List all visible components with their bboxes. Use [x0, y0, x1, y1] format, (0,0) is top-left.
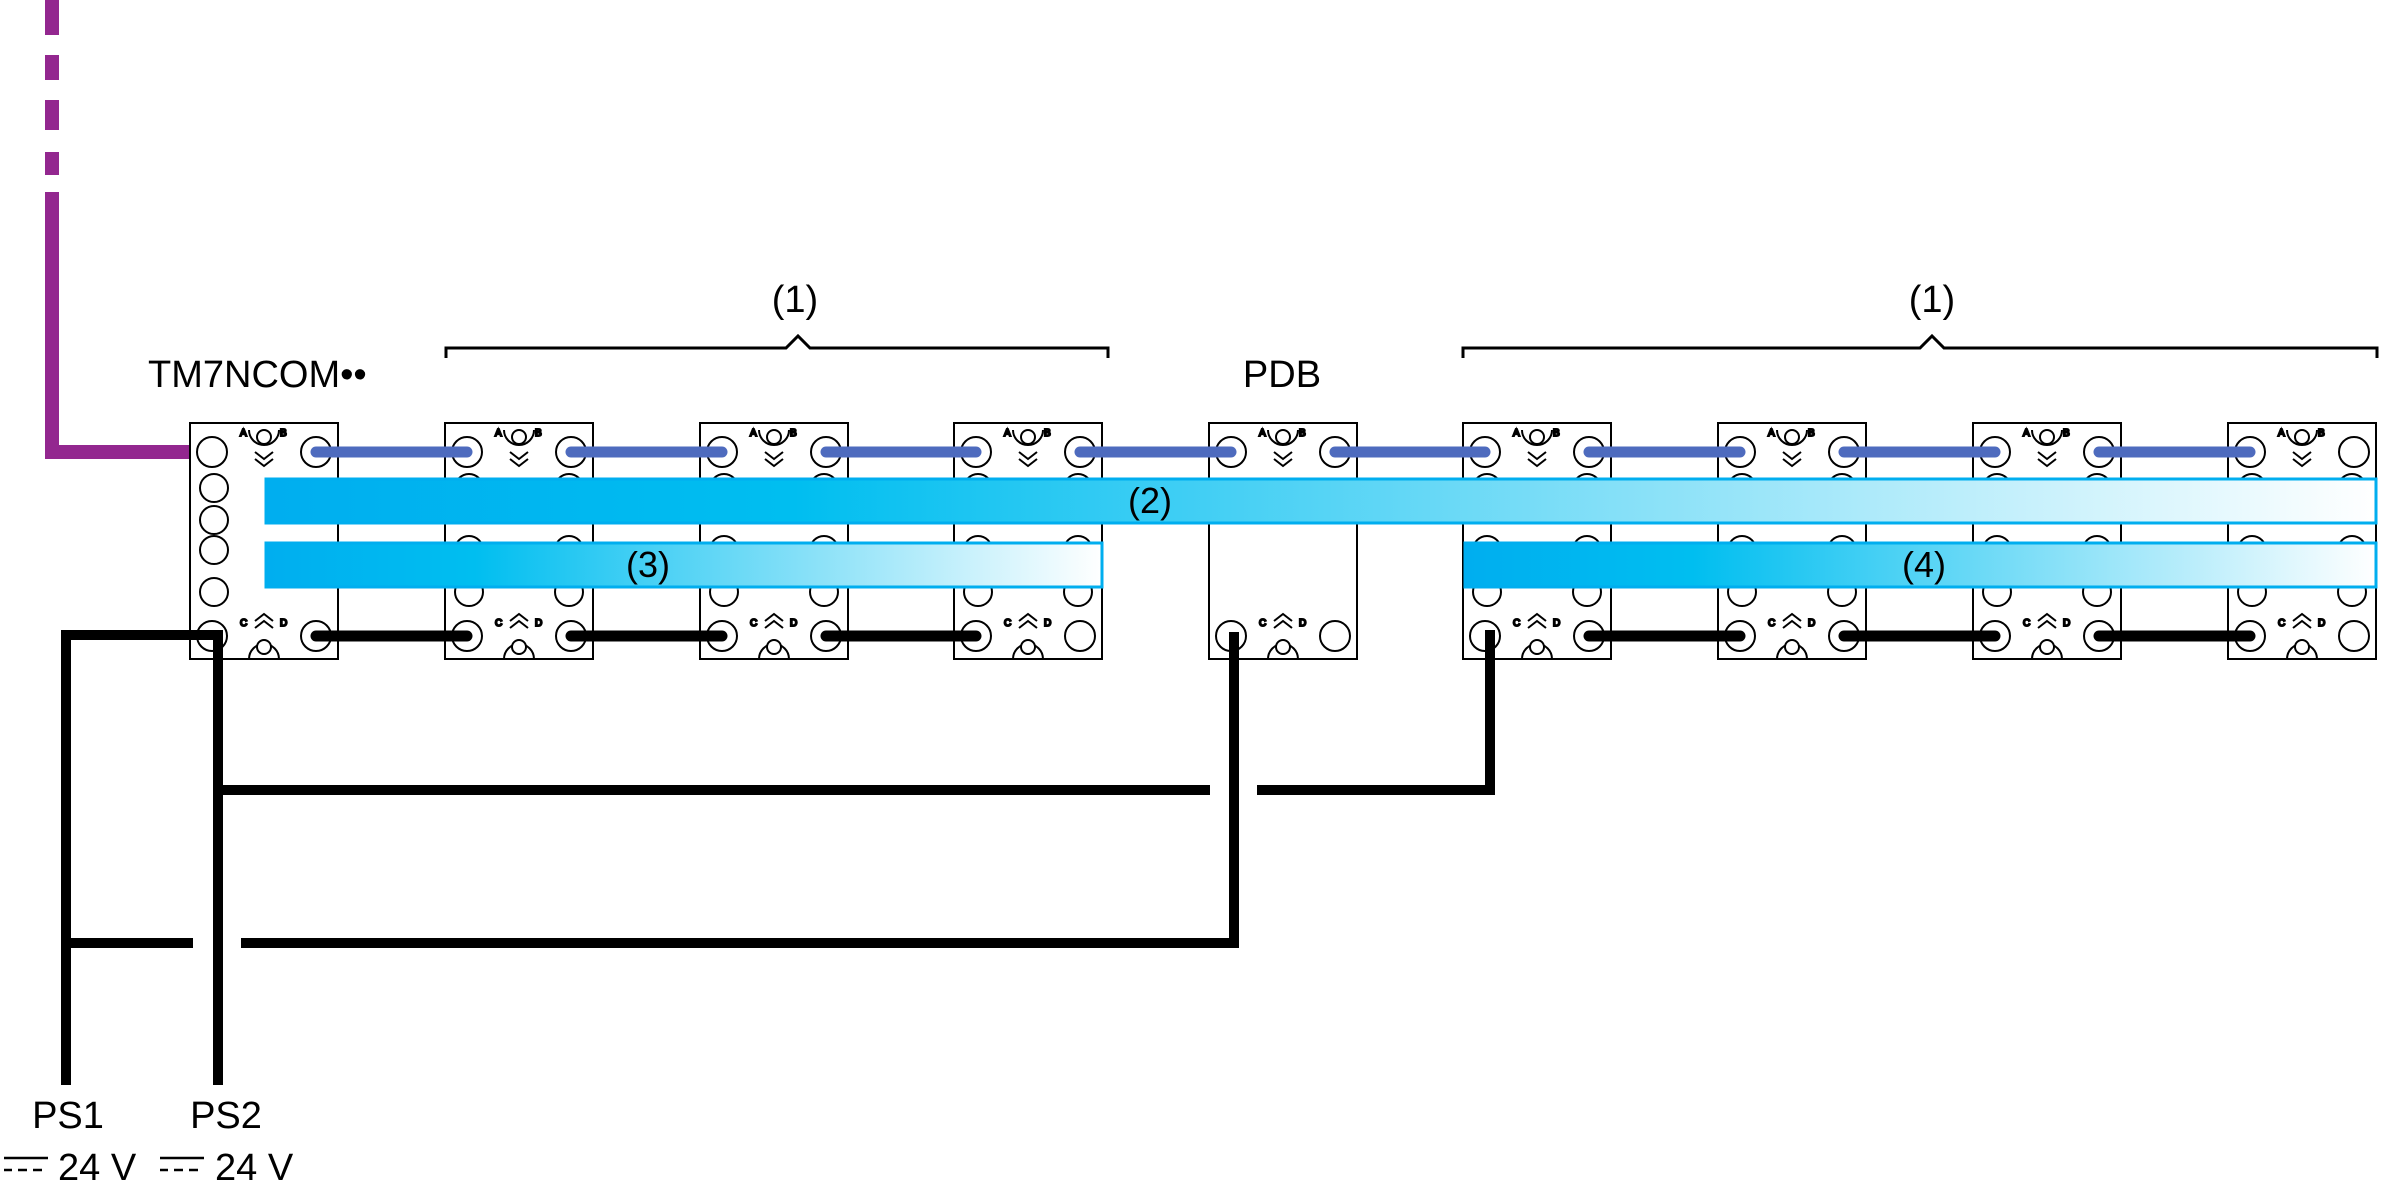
- expansion-module: A B C D: [2227, 422, 2377, 660]
- bar-3-label: (3): [626, 544, 670, 585]
- port-label-c: C: [1259, 618, 1266, 629]
- port-label-b: B: [1044, 428, 1051, 439]
- modules: A B C D A B C D A B C D A B C D A B C D A B C D A B C D A B C D A B C D: [189, 422, 2377, 660]
- bar-2: [264, 477, 2378, 525]
- port-label-b: B: [535, 428, 542, 439]
- port-label-d: D: [1044, 618, 1051, 629]
- port-label-c: C: [1768, 618, 1775, 629]
- port-label-c: C: [2278, 618, 2285, 629]
- port-label-c: C: [750, 618, 757, 629]
- port-label-b: B: [2318, 428, 2325, 439]
- expansion-module: A B C D: [953, 422, 1103, 660]
- port-label-d: D: [790, 618, 797, 629]
- port-label-b: B: [280, 428, 287, 439]
- expansion-module: A B C D: [1462, 422, 1612, 660]
- expansion-module: A B C D: [444, 422, 594, 660]
- ps1-label: PS1: [32, 1095, 104, 1137]
- port-label-a: A: [2278, 428, 2285, 439]
- ps2-label: PS2: [190, 1095, 262, 1137]
- pdb-module: A B C D: [1208, 422, 1358, 660]
- port-label-c: C: [2023, 618, 2030, 629]
- port-label-a: A: [1004, 428, 1011, 439]
- port-label-a: A: [750, 428, 757, 439]
- port-label-d: D: [2318, 618, 2325, 629]
- port-label-d: D: [1808, 618, 1815, 629]
- port-label-d: D: [1299, 618, 1306, 629]
- port-label-c: C: [1513, 618, 1520, 629]
- port-label-c: C: [1004, 618, 1011, 629]
- bar-4: [1463, 541, 2378, 589]
- expansion-module: A B C D: [1717, 422, 1867, 660]
- port-label-c: C: [495, 618, 502, 629]
- port-label-a: A: [1259, 428, 1266, 439]
- bar-4-label: (4): [1902, 544, 1946, 585]
- port-label-d: D: [535, 618, 542, 629]
- pdb-label: PDB: [1243, 354, 1321, 396]
- group-braces: [444, 333, 2379, 358]
- port-label-b: B: [1299, 428, 1306, 439]
- expansion-module: A B C D: [699, 422, 849, 660]
- head-module: A B C D: [189, 422, 339, 660]
- port-label-a: A: [495, 428, 502, 439]
- port-label-a: A: [2023, 428, 2030, 439]
- bar-2-label: (2): [1128, 480, 1172, 521]
- port-label-c: C: [240, 618, 247, 629]
- port-label-b: B: [1553, 428, 1560, 439]
- group-label-right: (1): [1909, 279, 1955, 321]
- port-label-d: D: [1553, 618, 1560, 629]
- bar-3: [264, 541, 1104, 589]
- port-label-a: A: [1513, 428, 1520, 439]
- power-wiring: [61, 630, 1495, 1085]
- ps2-voltage: 24 V: [215, 1147, 294, 1189]
- port-label-b: B: [1808, 428, 1815, 439]
- port-label-d: D: [2063, 618, 2070, 629]
- port-label-b: B: [2063, 428, 2070, 439]
- port-label-b: B: [790, 428, 797, 439]
- dc-symbol-ps1: [4, 1156, 48, 1172]
- expansion-module: A B C D: [1972, 422, 2122, 660]
- head-module-label: TM7NCOM••: [148, 354, 367, 396]
- port-label-d: D: [280, 618, 287, 629]
- port-label-a: A: [240, 428, 247, 439]
- dc-symbol-ps2: [160, 1156, 204, 1172]
- group-label-left: (1): [772, 279, 818, 321]
- ps1-voltage: 24 V: [58, 1147, 137, 1189]
- port-label-a: A: [1768, 428, 1775, 439]
